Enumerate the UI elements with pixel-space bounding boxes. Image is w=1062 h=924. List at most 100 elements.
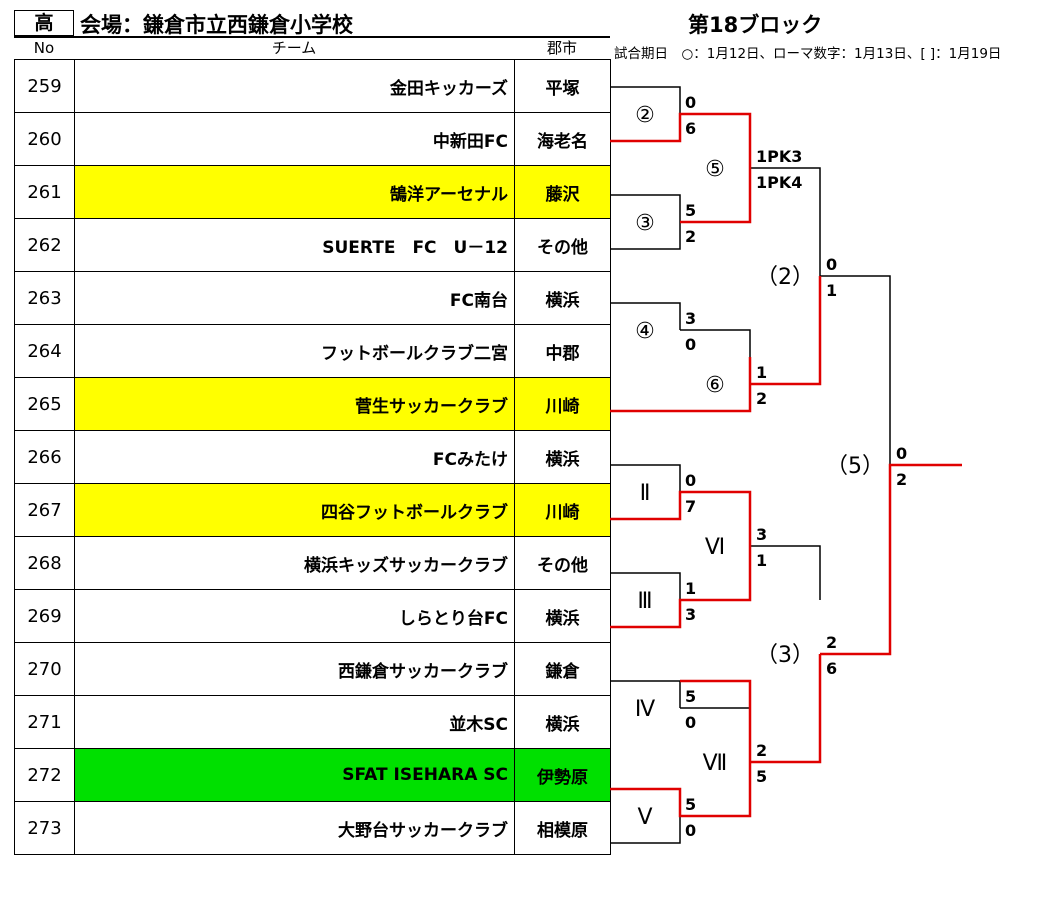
score: 0 (685, 335, 696, 354)
score: 5 (685, 201, 696, 220)
score: 0 (685, 821, 696, 840)
score: 0 (685, 93, 696, 112)
score: 5 (756, 767, 767, 786)
team-area: 鎌倉 (514, 642, 611, 696)
match-label: ⑤ (705, 157, 725, 182)
match-label: ② (635, 103, 655, 128)
score: 1PK3 (756, 147, 802, 166)
team-area: 横浜 (514, 695, 611, 749)
grade-badge: 高 (14, 10, 74, 36)
score: 1 (685, 579, 696, 598)
winner-line (820, 463, 962, 656)
team-name: SUERTE FC U－12 (74, 218, 515, 272)
score: 7 (685, 497, 696, 516)
team-name: 四谷フットボールクラブ (74, 483, 515, 537)
bracket-line (610, 194, 681, 222)
bracket-line (820, 275, 891, 465)
winner-line (680, 168, 752, 224)
bracket-line (610, 464, 681, 492)
column-header-team: チーム (271, 39, 317, 57)
score: 6 (685, 119, 696, 138)
team-area: 横浜 (514, 430, 611, 484)
winner-line (610, 357, 752, 413)
score: 2 (826, 633, 837, 652)
score: 2 (896, 470, 907, 489)
team-name: SFAT ISEHARA SC (74, 748, 515, 802)
match-label: Ⅲ (637, 589, 652, 614)
team-name: 横浜キッズサッカークラブ (74, 536, 515, 590)
bracket-line (610, 222, 681, 250)
bracket-line (750, 167, 821, 276)
score: 1 (826, 281, 837, 300)
team-area: 中郡 (514, 324, 611, 378)
bracket-line (680, 329, 751, 357)
match-label: （5） (826, 454, 884, 479)
team-area: 川崎 (514, 377, 611, 431)
team-area: 藤沢 (514, 165, 611, 219)
match-label: ③ (635, 211, 655, 236)
match-label: Ⅵ (705, 535, 725, 560)
team-name: フットボールクラブ二宮 (74, 324, 515, 378)
winner-line (610, 546, 752, 629)
team-area: 伊勢原 (514, 748, 611, 802)
team-name: 西鎌倉サッカークラブ (74, 642, 515, 696)
header-divider (14, 36, 610, 38)
score: 3 (685, 605, 696, 624)
bracket-line (610, 572, 681, 600)
winner-line (750, 654, 822, 764)
score: 1 (756, 363, 767, 382)
team-number: 265 (14, 377, 75, 431)
match-label: Ⅶ (703, 751, 728, 776)
score: 0 (685, 713, 696, 732)
team-name: 菅生サッカークラブ (74, 377, 515, 431)
team-number: 271 (14, 695, 75, 749)
team-name: 大野台サッカークラブ (74, 801, 515, 855)
score: 5 (685, 687, 696, 706)
score: 3 (685, 309, 696, 328)
score: 0 (826, 255, 837, 274)
match-label: （3） (756, 643, 814, 668)
winner-line (610, 490, 752, 546)
team-name: 鵠洋アーセナル (74, 165, 515, 219)
team-area: 横浜 (514, 589, 611, 643)
winner-line (680, 679, 752, 762)
score: 0 (896, 444, 907, 463)
venue-title: 会場：鎌倉市立西鎌倉小学校 (80, 13, 353, 37)
match-label: Ⅴ (637, 805, 652, 830)
team-number: 264 (14, 324, 75, 378)
score: 2 (756, 389, 767, 408)
score: 1 (756, 551, 767, 570)
match-label: Ⅱ (640, 481, 651, 506)
team-area: 川崎 (514, 483, 611, 537)
team-number: 267 (14, 483, 75, 537)
bracket-line (610, 302, 681, 330)
team-number: 260 (14, 112, 75, 166)
team-area: 相模原 (514, 801, 611, 855)
bracket-line (610, 86, 681, 114)
team-area: その他 (514, 536, 611, 590)
bracket-line (610, 816, 681, 844)
winner-line (610, 112, 752, 168)
team-number: 261 (14, 165, 75, 219)
winner-line (750, 276, 822, 386)
winner-line (610, 762, 752, 818)
match-date-legend: 試合期日 ○：1月12日、ローマ数字：1月13日、[ ]：1月19日 (614, 46, 1002, 62)
score: 1PK4 (756, 173, 802, 192)
score: 0 (685, 471, 696, 490)
column-header-area: 郡市 (546, 39, 577, 57)
score: 2 (756, 741, 767, 760)
score: 2 (685, 227, 696, 246)
match-label: ④ (635, 319, 655, 344)
team-number: 273 (14, 801, 75, 855)
